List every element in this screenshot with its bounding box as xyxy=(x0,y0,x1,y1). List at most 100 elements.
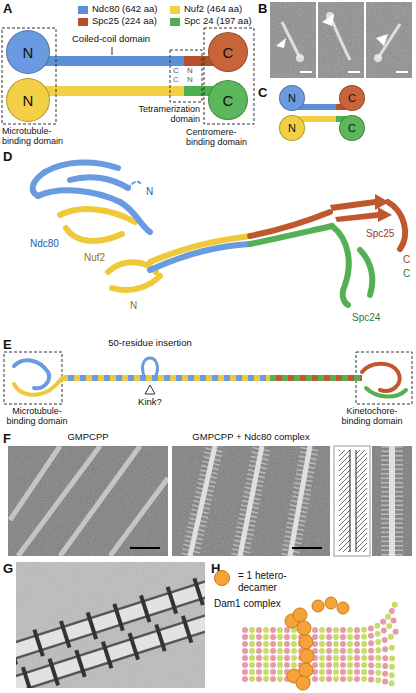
domain-label: Coiled-coil domain xyxy=(72,33,150,44)
annotation-label: 50-residue insertion xyxy=(108,337,191,348)
panel-letter: C xyxy=(258,85,267,100)
domain-label: Tetramerization domain xyxy=(138,104,200,124)
panel-b-micrographs xyxy=(270,2,316,78)
panel-f-micrographs xyxy=(172,446,330,556)
panel-e-schematic xyxy=(62,375,270,381)
terminus-letter: N xyxy=(288,123,296,134)
panel-f-micrographs xyxy=(339,450,350,552)
terminus-label: C xyxy=(403,268,410,279)
domain-circle: N xyxy=(6,30,50,74)
terminus-letter: N xyxy=(23,45,34,60)
panel-letter: B xyxy=(258,1,267,16)
panel-e-schematic xyxy=(366,388,406,397)
panel-f-micrographs xyxy=(10,446,168,556)
panel-d-structure xyxy=(332,226,349,305)
protein-label: Ndc80 xyxy=(30,238,59,249)
panel-f-micrographs xyxy=(130,547,160,549)
legend-swatch xyxy=(170,6,180,14)
panel-letter: F xyxy=(3,431,11,446)
panel-f-micrographs xyxy=(389,446,395,556)
panel-h-model xyxy=(296,676,310,690)
domain-label: Centromere-binding domain xyxy=(186,127,258,148)
panel-f-micrographs xyxy=(372,446,412,556)
legend-entry: Nuf2 (464 aa) xyxy=(170,4,242,15)
panel-f-micrographs xyxy=(292,547,322,549)
terminus-label: C xyxy=(403,268,410,280)
domain-box xyxy=(204,28,254,124)
panel-a-schematic xyxy=(2,28,254,124)
panel-e-schematic xyxy=(4,352,62,404)
legend-text: Spc 24 (197 aa) xyxy=(184,16,252,27)
panel-b-micrographs xyxy=(270,2,316,78)
condition-label: GMPCPP xyxy=(67,431,108,442)
panel-e-schematic xyxy=(145,385,155,394)
panel-f-micrographs xyxy=(381,446,403,556)
terminus-label: N xyxy=(187,75,193,84)
domain-label: Coiled-coil domain xyxy=(72,34,150,45)
panel-h-model xyxy=(245,600,396,686)
terminus-label: N xyxy=(187,66,193,75)
panel-d-structure xyxy=(70,177,128,188)
terminus-label: N xyxy=(146,186,153,198)
panel-letter: G xyxy=(3,561,13,576)
domain-circle: N xyxy=(279,115,305,141)
terminus-label: C xyxy=(173,66,179,75)
panel-d-structure xyxy=(45,162,118,172)
panel-g-micrograph xyxy=(16,588,205,686)
panel-h-model xyxy=(337,602,349,614)
terminus-letter: C xyxy=(348,123,356,134)
panel-e-schematic xyxy=(14,378,62,395)
panel-b-micrographs xyxy=(366,2,412,78)
panel-f-micrographs xyxy=(190,446,310,556)
protein-label: Spc24 xyxy=(352,312,380,323)
panel-letter: G xyxy=(3,562,13,577)
legend-text: Spc25 (224 aa) xyxy=(92,16,157,27)
panel-b-micrographs xyxy=(374,54,382,62)
terminus-letter: C xyxy=(348,93,356,104)
domain-label: Microtubule-binding domain xyxy=(2,126,63,146)
panel-f-micrographs xyxy=(8,446,412,556)
terminus-label: N xyxy=(130,300,137,311)
domain-box xyxy=(2,28,56,124)
domain-label: Microtubule-binding domain xyxy=(2,406,72,427)
terminus-label: C xyxy=(173,66,179,75)
panel-f-micrographs xyxy=(372,446,412,556)
panel-h-model xyxy=(299,663,313,677)
protein-label: Spc24 xyxy=(352,312,380,324)
panel-f-micrographs xyxy=(392,446,393,556)
annotation-label: Dam1 complex xyxy=(214,598,281,609)
panel-d-structure xyxy=(33,162,405,305)
panel-b-micrographs xyxy=(318,2,364,78)
nuf2-bar xyxy=(38,86,184,96)
panel-h-model xyxy=(312,600,324,612)
panel-e-schematic xyxy=(270,375,362,381)
panel-f-micrographs xyxy=(190,446,310,556)
panel-d-structure xyxy=(33,162,250,270)
panel-d-structure xyxy=(60,209,135,222)
panel-b-micrographs xyxy=(366,2,412,78)
panel-f-micrographs xyxy=(172,446,330,556)
panel-f-micrographs xyxy=(190,446,215,556)
panel-f-micrographs xyxy=(190,446,215,556)
legend-swatch xyxy=(170,18,180,26)
annotation-label: Kink? xyxy=(138,397,162,408)
panel-b-micrographs xyxy=(376,34,388,46)
domain-label: Microtubule-binding domain xyxy=(2,126,72,147)
panel-letter: E xyxy=(3,337,12,352)
panel-f-micrographs xyxy=(110,478,168,556)
panel-letter: D xyxy=(3,150,12,165)
panel-f-micrographs xyxy=(240,446,262,556)
legend-text: Ndc80 (642 aa) xyxy=(92,4,157,15)
panel-letter: B xyxy=(258,2,267,17)
panel-e-schematic xyxy=(14,360,49,388)
protein-label: Spc25 xyxy=(366,228,394,239)
domain-circle: C xyxy=(208,32,248,72)
panel-d-structure xyxy=(250,226,332,244)
panel-letter: D xyxy=(3,149,12,164)
terminus-label: C xyxy=(173,75,179,84)
panel-b-micrographs xyxy=(318,2,364,78)
panel-f-micrographs xyxy=(356,450,367,552)
panel-h-model xyxy=(300,649,314,663)
panel-g-micrograph xyxy=(16,588,205,652)
